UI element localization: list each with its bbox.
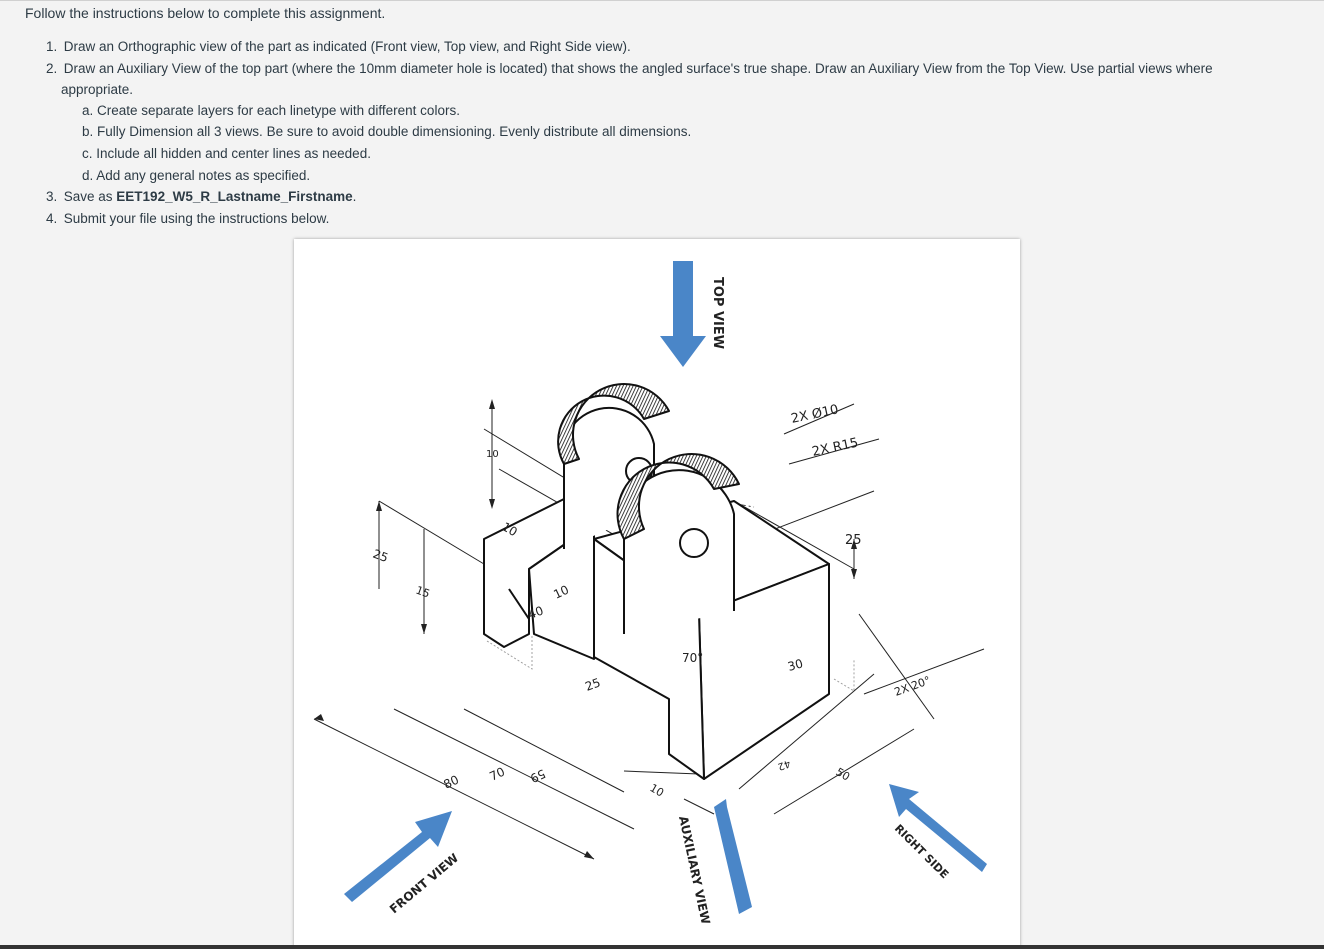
front-view-arrow-icon — [344, 811, 452, 902]
dim-40: 40 — [526, 603, 545, 621]
top-view-label: TOP VIEW — [710, 277, 725, 349]
dim-15: 15 — [414, 584, 432, 601]
dim-42: 42 — [776, 757, 792, 772]
part-lugs — [557, 383, 740, 634]
step-3: 3. Save as EET192_W5_R_Lastname_Firstnam… — [46, 186, 356, 208]
dim-70-angle: 70° — [682, 651, 703, 665]
step-4: 4. Submit your file using the instructio… — [46, 208, 329, 230]
view-arrows — [344, 261, 987, 914]
top-divider — [0, 0, 1324, 1]
step-number: 1. — [46, 39, 58, 54]
dim-10-mid: 10 — [551, 583, 571, 602]
filename: EET192_W5_R_Lastname_Firstname — [116, 189, 353, 204]
arrowheads — [314, 399, 857, 859]
dim-25-center: 25 — [583, 675, 602, 693]
step-2-continuation: appropriate. — [61, 82, 134, 97]
step-1: 1. Draw an Orthographic view of the part… — [46, 36, 631, 58]
dim-25-right: 25 — [845, 533, 862, 548]
substep-c: c. Include all hidden and center lines a… — [82, 146, 371, 161]
dim-59: 59 — [528, 766, 548, 785]
step-text-suffix: . — [352, 189, 357, 204]
step-text-prefix: Save as — [63, 189, 117, 204]
dim-10-left: 10 — [500, 519, 520, 539]
substep-a: a. Create separate layers for each linet… — [82, 103, 460, 118]
auxiliary-view-label: AUXILIARY VIEW — [676, 815, 713, 926]
dim-10-bottom: 10 — [648, 781, 667, 799]
isometric-drawing-figure: TOP VIEW FRONT VIEW AUXILIARY VIEW RIGHT… — [294, 239, 1020, 949]
step-text: Draw an Orthographic view of the part as… — [63, 39, 631, 54]
top-view-arrow-icon — [660, 261, 706, 367]
dim-25-left: 25 — [371, 547, 390, 565]
intro-text: Follow the instructions below to complet… — [25, 5, 386, 21]
bottom-border — [0, 945, 1324, 949]
radius-callout: 2X R15 — [811, 435, 860, 459]
angle-callout: 2X 20° — [893, 674, 933, 699]
dim-70: 70 — [487, 765, 507, 784]
step-2: 2. Draw an Auxiliary View of the top par… — [46, 58, 1213, 80]
step-text: Draw an Auxiliary View of the top part (… — [63, 61, 1213, 76]
dim-30: 30 — [786, 656, 804, 673]
isometric-drawing: TOP VIEW FRONT VIEW AUXILIARY VIEW RIGHT… — [313, 261, 987, 926]
dim-80: 80 — [441, 773, 461, 792]
step-text: Submit your file using the instructions … — [63, 211, 330, 226]
substep-b: b. Fully Dimension all 3 views. Be sure … — [82, 124, 692, 139]
dim-50: 50 — [834, 765, 853, 783]
dim-10-top: 10 — [486, 449, 499, 460]
substep-d: d. Add any general notes as specified. — [82, 168, 311, 183]
auxiliary-view-arrow-icon — [714, 799, 752, 914]
hole-callout: 2X Ø10 — [790, 402, 840, 427]
step-number: 4. — [46, 211, 58, 226]
step-number: 3. — [46, 189, 58, 204]
step-number: 2. — [46, 61, 58, 76]
right-side-arrow-icon — [889, 784, 987, 872]
projection-guides — [486, 634, 855, 692]
